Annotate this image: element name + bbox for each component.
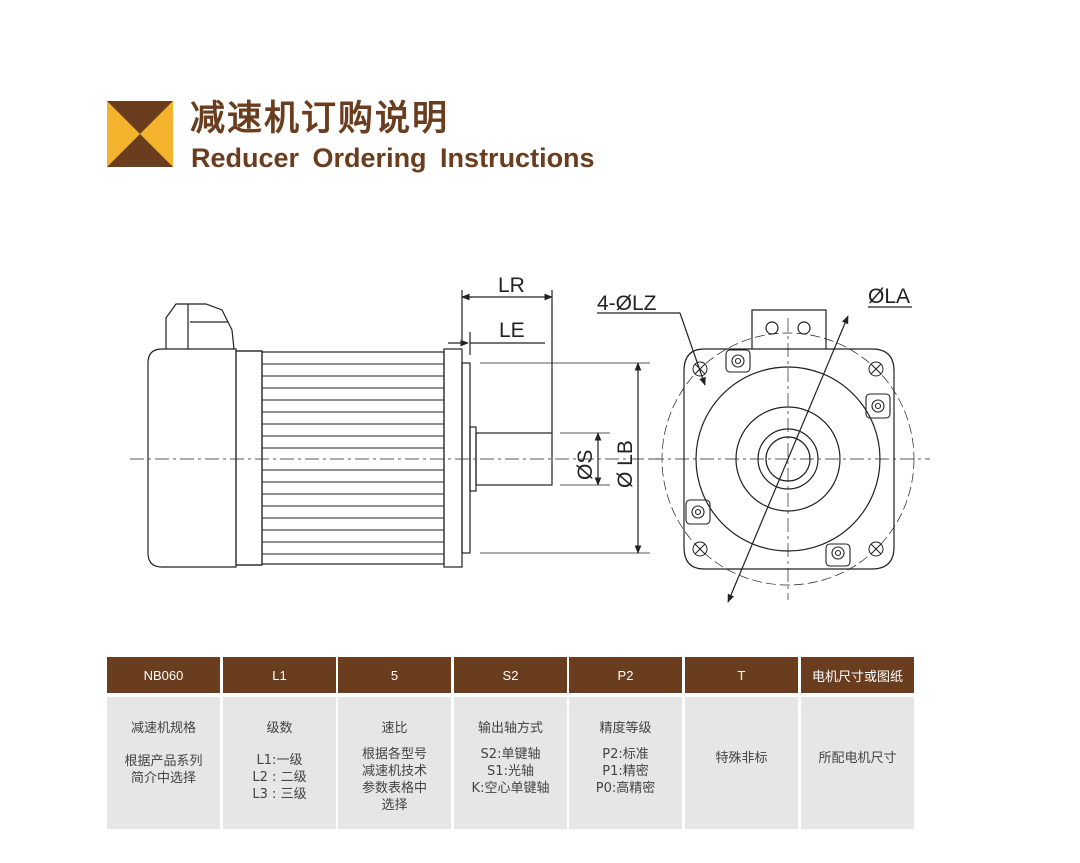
table-column: NB060 减速机规格 根据产品系列 简介中选择 [107, 657, 220, 829]
dim-label-lb: Ø LB [614, 440, 637, 488]
dim-label-lz: 4-ØLZ [597, 292, 657, 315]
column-code: NB060 [107, 657, 220, 693]
column-category: 减速机规格 [130, 721, 196, 736]
dim-label-s: ØS [574, 450, 597, 480]
column-code: 5 [338, 657, 451, 693]
table-column: L1 级数 L1:一级 L2 : 二级 L3 : 三级 [223, 657, 336, 829]
column-desc-line: P0:高精密 [595, 781, 656, 796]
column-code: 电机尺寸或图纸 [801, 657, 914, 693]
page-title: 减速机订购说明 [190, 99, 450, 139]
ordering-table: NB060 减速机规格 根据产品系列 简介中选择 L1 级数 L1:一级 L2 … [107, 657, 914, 829]
dim-label-le: LE [499, 319, 525, 342]
column-desc-line: K:空心单键轴 [471, 781, 550, 796]
column-category: 精度等级 [599, 721, 652, 736]
table-column: P2 精度等级 P2:标准 P1:精密 P0:高精密 [569, 657, 682, 829]
column-desc-line: L1:一级 [256, 753, 303, 768]
motor-drawing: LR LE ØS Ø LB 4-ØLZ ØLA [130, 274, 930, 603]
column-desc-line: 简介中选择 [130, 771, 196, 786]
column-desc-line: P2:标准 [602, 747, 649, 762]
column-desc-line: 根据产品系列 [124, 754, 203, 769]
column-desc-line: 减速机技术 [361, 764, 427, 779]
column-desc-line: L3 : 三级 [252, 787, 307, 802]
column-desc-line: 选择 [381, 798, 408, 813]
brand-logo-icon [107, 101, 173, 167]
column-code: S2 [454, 657, 567, 693]
column-desc-line: S2:单键轴 [480, 747, 541, 762]
table-column: 5 速比 根据各型号 减速机技术 参数表格中 选择 [338, 657, 451, 829]
column-desc-line: 根据各型号 [361, 747, 427, 762]
dim-label-lr: LR [498, 274, 525, 297]
column-code: T [685, 657, 798, 693]
column-desc-line: 特殊非标 [715, 751, 768, 766]
column-desc-line: L2 : 二级 [252, 770, 307, 785]
column-desc-line: 所配电机尺寸 [818, 751, 897, 766]
column-category: 输出轴方式 [477, 721, 543, 736]
table-column: 电机尺寸或图纸 所配电机尺寸 [801, 657, 914, 829]
column-desc-line: S1:光轴 [487, 764, 534, 779]
column-category: 级数 [266, 721, 293, 736]
table-column: S2 输出轴方式 S2:单键轴 S1:光轴 K:空心单键轴 [454, 657, 567, 829]
column-code: P2 [569, 657, 682, 693]
column-category: 速比 [381, 721, 408, 736]
column-code: L1 [223, 657, 336, 693]
column-desc-line: P1:精密 [602, 764, 649, 779]
column-desc-line: 参数表格中 [361, 781, 427, 796]
dim-label-la: ØLA [868, 285, 910, 308]
page-subtitle: Reducer Ordering Instructions [191, 143, 595, 173]
table-column: T 特殊非标 [685, 657, 798, 829]
